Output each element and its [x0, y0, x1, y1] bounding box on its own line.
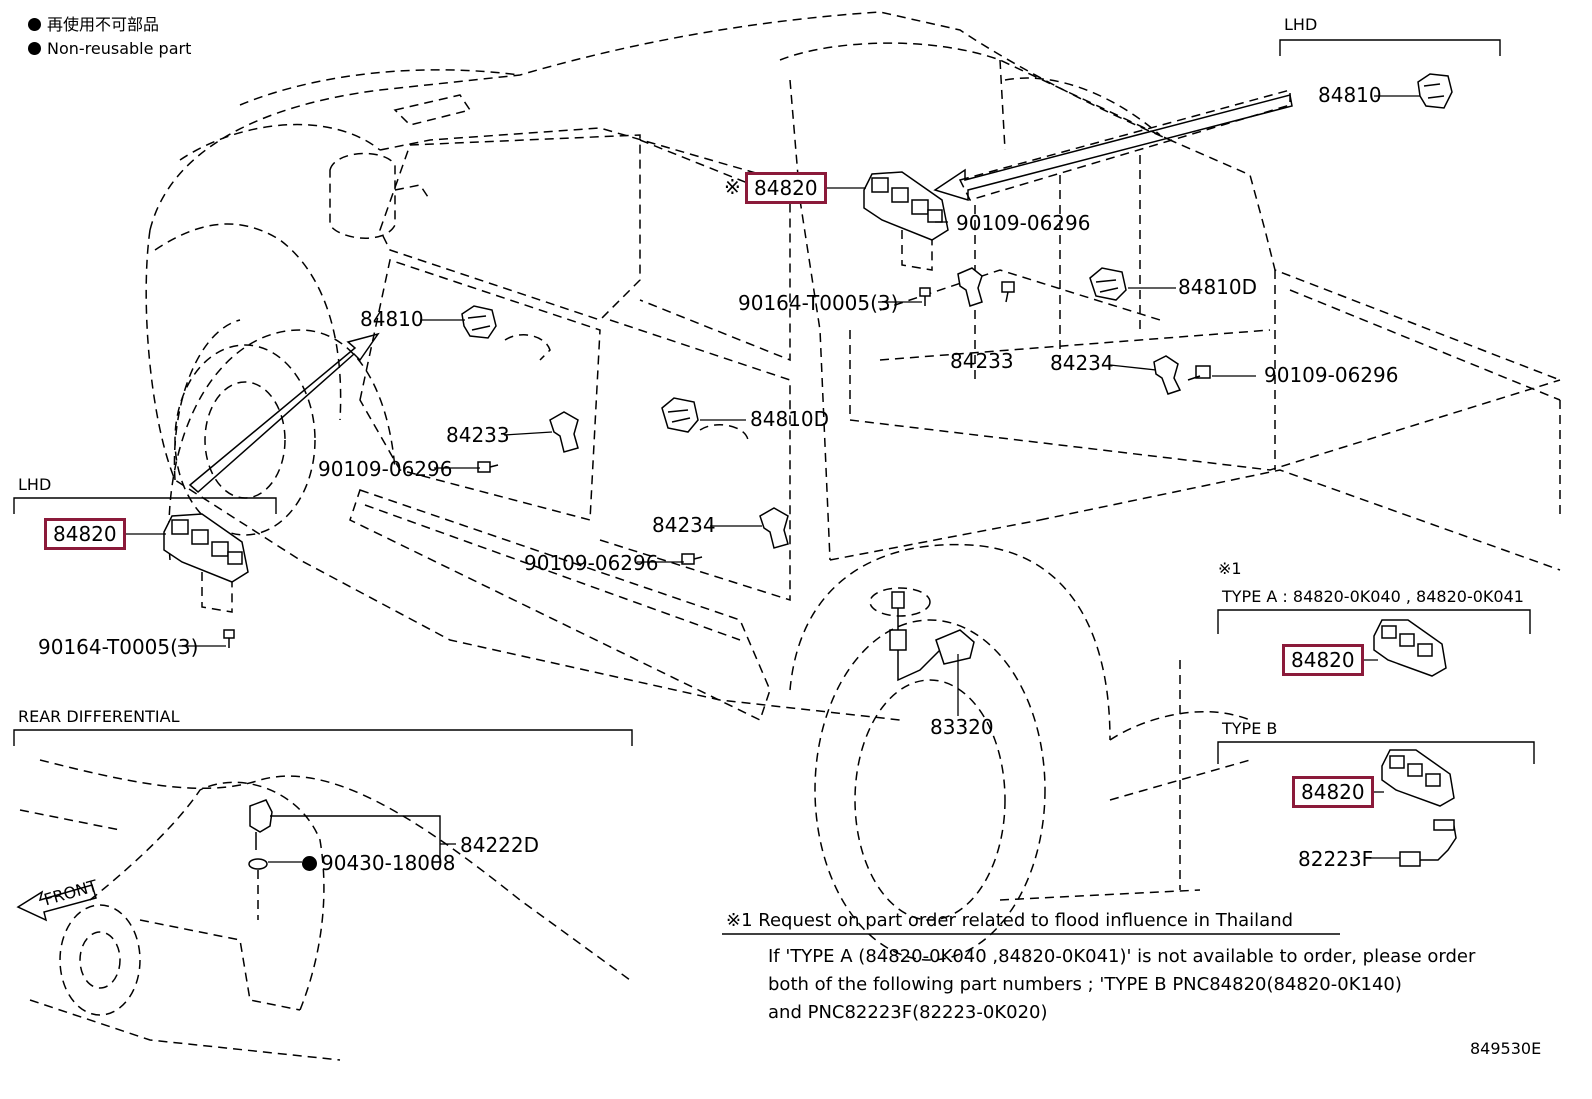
- part-mark-84820-main: ※: [724, 175, 741, 199]
- note-line-1: If 'TYPE A (84820-0K040 ,84820-0K041)' i…: [768, 946, 1476, 967]
- part-label-84810d-center[interactable]: 84810D: [750, 407, 830, 431]
- part-label-90109-06296-b[interactable]: 90109-06296: [1264, 363, 1399, 387]
- part-label-90109-06296-a[interactable]: 90109-06296: [956, 211, 1091, 235]
- section-label-note-marker: ※1: [1218, 559, 1242, 578]
- legend-non-reusable-en: Non-reusable part: [28, 40, 191, 58]
- part-label-84810-top[interactable]: 84810: [1318, 83, 1382, 107]
- legend-en-text: Non-reusable part: [47, 39, 192, 58]
- section-label-type-a: TYPE A : 84820-0K040 , 84820-0K041: [1222, 587, 1524, 606]
- note-line-2: both of the following part numbers ; 'TY…: [768, 974, 1402, 995]
- legend-jp-text: 再使用不可部品: [47, 15, 160, 34]
- part-label-90430-18008[interactable]: 90430-18008: [302, 852, 455, 874]
- part-label-84222d[interactable]: 84222D: [460, 833, 540, 857]
- diagram-id: 849530E: [1470, 1039, 1542, 1058]
- part-label-84233-left[interactable]: 84233: [446, 423, 510, 447]
- part-label-83320[interactable]: 83320: [930, 715, 994, 739]
- part-label-82223f[interactable]: 82223F: [1298, 847, 1374, 871]
- part-label-84234-low[interactable]: 84234: [652, 513, 716, 537]
- section-label-lhd-left: LHD: [18, 475, 52, 494]
- part-label-84234-mid[interactable]: 84234: [1050, 351, 1114, 375]
- non-reusable-bullet-icon: [302, 856, 317, 871]
- part-label-84820-lhd[interactable]: 84820: [44, 518, 126, 550]
- bullet-icon: [28, 42, 41, 55]
- truck-body-outline: [145, 11, 1561, 961]
- part-number-90430: 90430-18008: [321, 851, 456, 875]
- part-label-84810-left[interactable]: 84810: [360, 307, 424, 331]
- part-label-90164-t0005-b[interactable]: 90164-T0005(3): [38, 635, 199, 659]
- bullet-icon: [28, 18, 41, 31]
- note-line-3: and PNC82223F(82223-0K020): [768, 1002, 1048, 1023]
- section-label-type-b: TYPE B: [1222, 719, 1278, 738]
- part-label-84820-type-a[interactable]: 84820: [1282, 644, 1364, 676]
- legend-non-reusable-jp: 再使用不可部品: [28, 16, 159, 34]
- part-label-90164-t0005-a[interactable]: 90164-T0005(3): [738, 291, 899, 315]
- part-label-84820-type-b[interactable]: 84820: [1292, 776, 1374, 808]
- part-shapes: [16, 73, 1457, 1061]
- note-heading: ※1 Request on part order related to floo…: [726, 910, 1294, 931]
- part-label-84233-mid[interactable]: 84233: [950, 349, 1014, 373]
- rear-differential-drawing: [16, 759, 631, 1061]
- part-label-90109-06296-c[interactable]: 90109-06296: [318, 457, 453, 481]
- pointer-arrows: [188, 94, 1293, 493]
- section-brackets: [13, 39, 1535, 935]
- section-label-rear-differential: REAR DIFFERENTIAL: [18, 707, 180, 726]
- part-label-84820-main[interactable]: 84820: [745, 172, 827, 204]
- section-label-lhd-top: LHD: [1284, 15, 1318, 34]
- part-label-84810d-right[interactable]: 84810D: [1178, 275, 1258, 299]
- part-label-90109-06296-d[interactable]: 90109-06296: [524, 551, 659, 575]
